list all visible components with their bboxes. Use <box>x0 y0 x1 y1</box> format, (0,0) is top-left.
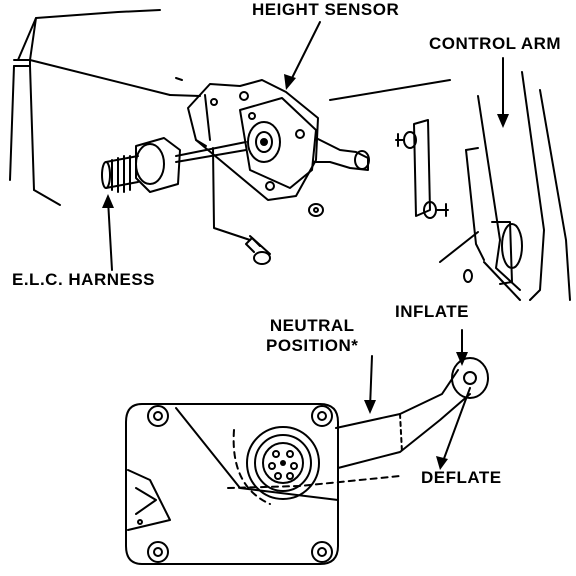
label-control-arm: CONTROL ARM <box>429 34 562 53</box>
height-sensor-exploded <box>176 78 369 264</box>
frame-rail <box>10 10 450 205</box>
height-sensor-detail <box>126 358 488 564</box>
label-neutral-line1: NEUTRAL <box>269 316 355 335</box>
control-arm <box>440 72 570 300</box>
label-elc-harness: E.L.C. HARNESS <box>12 270 156 289</box>
label-height-sensor: HEIGHT SENSOR <box>252 0 400 19</box>
elc-connector <box>102 138 180 192</box>
label-neutral-line2: POSITION* <box>266 336 359 355</box>
link-rod <box>396 120 448 218</box>
arrow-heads <box>102 74 509 470</box>
label-neutral-position: NEUTRAL POSITION* <box>266 316 358 356</box>
label-inflate: INFLATE <box>395 302 470 321</box>
leader-lines <box>108 22 503 464</box>
label-deflate: DEFLATE <box>421 468 502 487</box>
